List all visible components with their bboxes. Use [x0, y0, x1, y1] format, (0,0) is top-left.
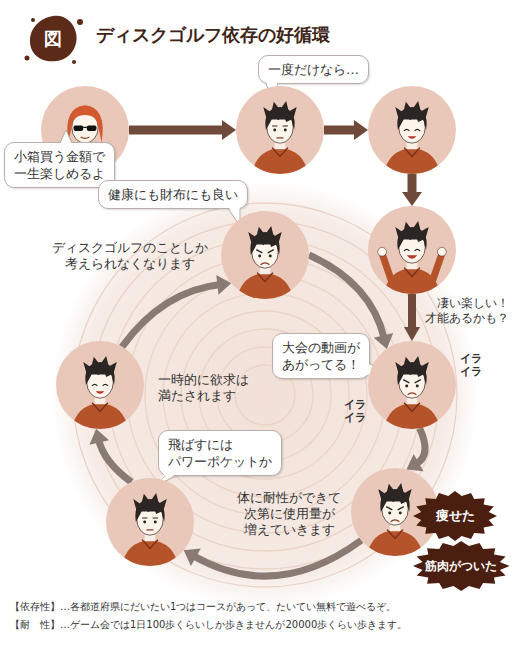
person-figure — [237, 226, 293, 299]
circle-shape — [56, 341, 144, 429]
arrow-head — [184, 549, 201, 566]
circle-shape — [368, 86, 456, 174]
footnote: 【耐 性】…ゲーム会では1日100歩くらいしか歩きませんが20000歩くらい歩き… — [10, 619, 407, 631]
diagram-title: ディスクゴルフ依存の好循環 — [96, 24, 330, 46]
person-circle: 体に耐性ができて 次第に使用量が 増えていきます — [106, 478, 194, 566]
person-figure — [378, 221, 447, 294]
title-splat — [25, 16, 84, 64]
person-figure — [122, 493, 178, 566]
circle-shape — [236, 86, 324, 174]
flow-arrow — [122, 275, 231, 347]
arrow-line — [416, 428, 425, 464]
bubble-tail-line — [60, 130, 72, 143]
person-circle: ディスクゴルフのことしか 考えられなくなります — [221, 211, 309, 299]
arrow-head — [406, 454, 423, 471]
bubble-tail-fill — [60, 130, 72, 145]
starburst-fill — [413, 541, 509, 591]
circle-caption: 体に耐性ができて 次第に使用量が 増えていきます — [237, 490, 341, 538]
speech-bubble: 飛ばすには パワーポケットか — [158, 430, 282, 476]
circle-shape — [221, 211, 309, 299]
bubble-text: 一度だけなら… — [268, 61, 359, 78]
flow-arrow — [404, 294, 420, 341]
circle-shape — [368, 341, 456, 429]
arrow-line — [408, 174, 417, 195]
circle-caption: 一時的に欲求は 満たされます — [158, 372, 249, 404]
starburst-fill — [413, 491, 497, 541]
arrow-line — [129, 126, 225, 135]
person-figure — [367, 483, 423, 556]
ring-ground — [51, 181, 479, 609]
person-circle — [236, 86, 324, 174]
arrow-head — [354, 120, 368, 140]
bubble-tail — [273, 334, 274, 335]
arrow-head — [90, 429, 110, 445]
arrow-line — [324, 126, 357, 135]
person-circle — [368, 86, 456, 174]
speech-bubble: 小箱買う金額で 一生楽しめるよ — [4, 142, 115, 188]
circle-caption: ディスクゴルフのことしか 考えられなくなります — [52, 240, 208, 272]
starburst-text: 痩せた — [436, 508, 475, 524]
bubble-text: 小箱買う金額で 一生楽しめるよ — [14, 148, 105, 182]
arrow-head — [374, 333, 393, 349]
person-circle — [368, 341, 456, 429]
bubble-text: 健康にも財布にも良い — [108, 186, 238, 203]
arrow-head — [222, 120, 236, 140]
figure-mark: 図 — [44, 29, 62, 49]
irritation-mark: イラ イラ — [460, 352, 482, 378]
flow-arrow — [402, 174, 422, 206]
arrow-line — [99, 440, 132, 483]
arrow-line — [193, 540, 361, 576]
arrow-head — [404, 327, 420, 341]
circle-shape — [368, 206, 456, 294]
bubble-tail — [5, 143, 6, 144]
arrow-line — [122, 285, 220, 347]
footnote: 【依存性】…各都道府県にだいたい1つはコースがあって、たいてい無料で遊べるぞ。 — [10, 601, 396, 613]
speech-bubble: 一度だけなら… — [258, 55, 369, 84]
speech-bubble: 大会の動画が あがってる！ — [272, 333, 370, 379]
person-figure — [72, 356, 128, 429]
arrow-head — [402, 192, 422, 206]
bubble-tail — [259, 56, 260, 57]
starburst: 痩せた — [413, 491, 497, 541]
starburst-text: 筋肉がついた — [425, 558, 497, 574]
person-figure — [252, 101, 308, 174]
person-figure — [384, 101, 440, 174]
person-circle: 一時的に欲求は 満たされます — [56, 341, 144, 429]
bubble-text: 飛ばすには パワーポケットか — [168, 436, 272, 470]
bubble-text: 大会の動画が あがってる！ — [282, 339, 360, 373]
flow-arrow — [324, 120, 368, 140]
flow-arrow — [184, 540, 362, 576]
flow-arrow — [129, 120, 236, 140]
circle-shape — [106, 478, 194, 566]
bubble-tail — [99, 181, 100, 182]
bubble-tail — [159, 431, 160, 432]
starburst: 筋肉がついた — [413, 541, 509, 591]
flow-arrow — [90, 429, 132, 482]
irritation-mark: イラ イラ — [344, 398, 366, 424]
person-circle: 凄い楽しい！ 才能あるかも？ — [368, 206, 456, 294]
speech-bubble: 健康にも財布にも良い — [98, 180, 248, 209]
flow-arrow — [406, 428, 425, 471]
circle-caption: 凄い楽しい！ 才能あるかも？ — [425, 296, 509, 326]
person-figure — [384, 356, 440, 429]
arrow-line — [408, 294, 416, 330]
